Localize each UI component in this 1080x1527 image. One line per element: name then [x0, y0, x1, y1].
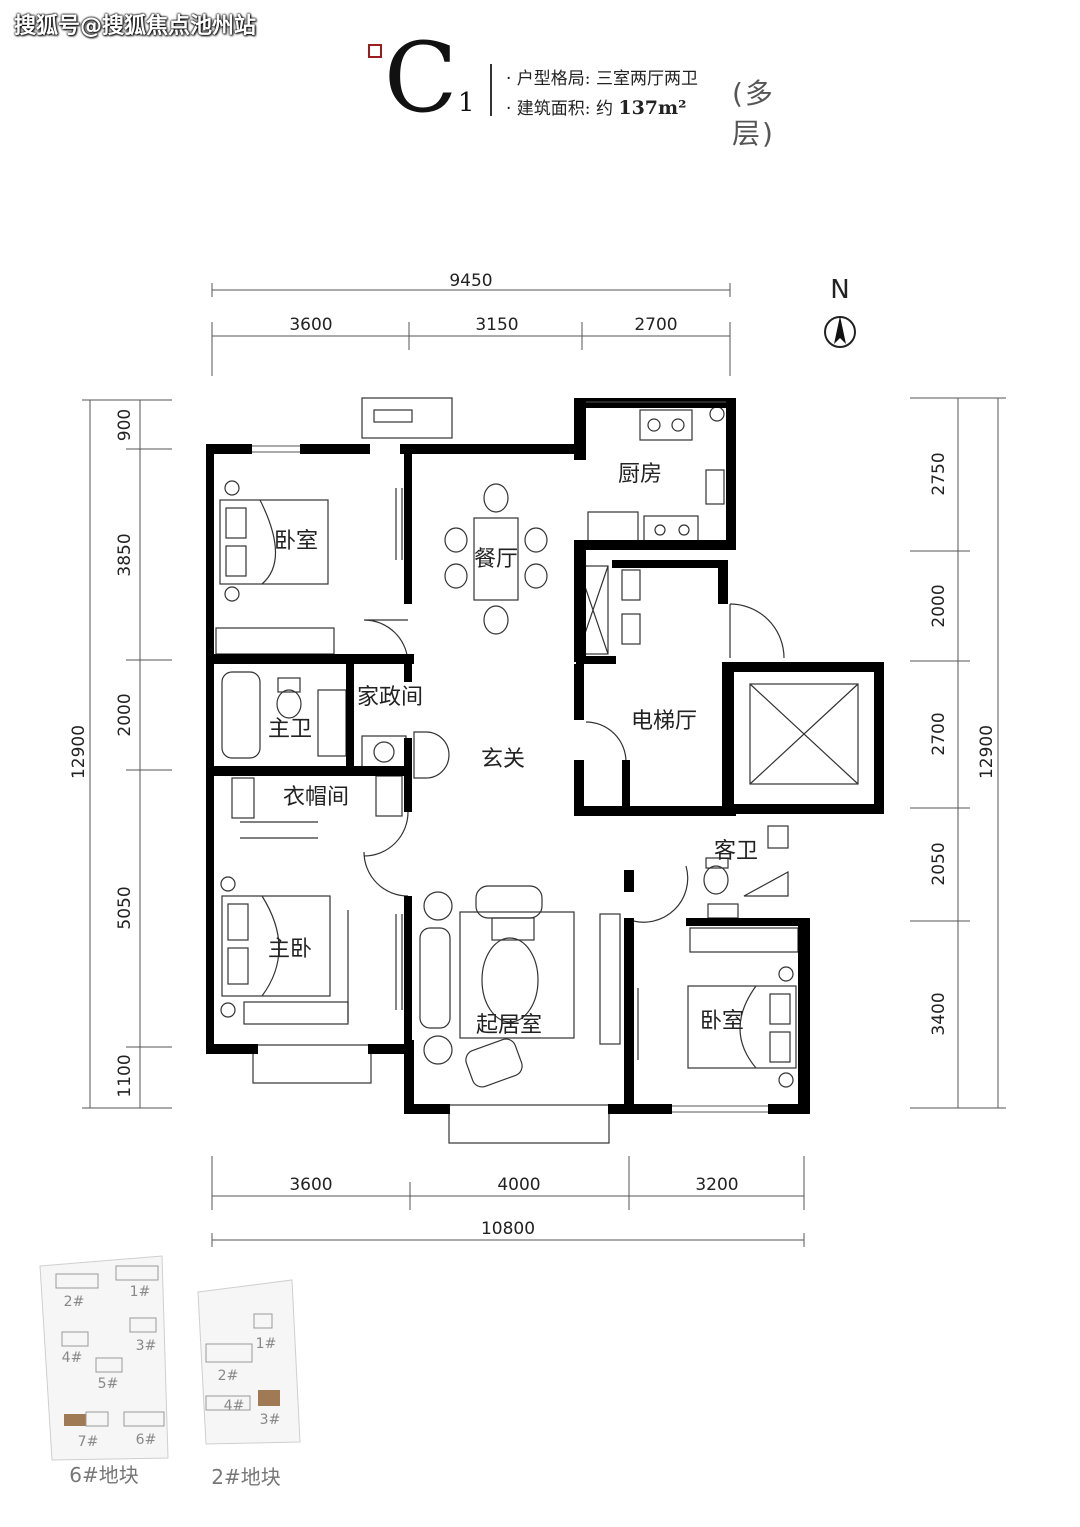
highlight-building: [64, 1414, 86, 1426]
brand-logo-icon: [368, 44, 382, 58]
dining-table: [473, 517, 519, 601]
balcony-living: [448, 1104, 610, 1144]
building-type-tag: (多层): [732, 77, 775, 150]
living-rug: [459, 911, 575, 1039]
bed-nw: [219, 499, 329, 585]
tv-cabinet: [599, 913, 621, 1045]
toilet-guest: [703, 865, 729, 895]
fixtures: [215, 397, 859, 1144]
bathtub: [221, 671, 261, 759]
top-dimensions: [211, 283, 731, 376]
coffee-table: [481, 937, 539, 1023]
walls: [206, 398, 884, 1114]
elevator-car: [749, 683, 859, 785]
balcony-master: [252, 1044, 372, 1084]
stove: [643, 515, 699, 543]
area-value: 137m²: [618, 97, 687, 119]
site-plan-6: [39, 1255, 169, 1461]
wardrobe-nw: [215, 627, 335, 655]
ac-unit: [373, 409, 413, 423]
unit-type-subscript: 1: [458, 88, 475, 118]
balcony-north: [361, 397, 453, 439]
north-arrow-icon: [834, 316, 846, 344]
right-dimensions: [910, 397, 1006, 1109]
bottom-dimensions: [211, 1156, 805, 1247]
sofa-side: [419, 927, 451, 1029]
bed-se: [687, 985, 797, 1069]
compass: [824, 316, 856, 348]
windows: [252, 401, 768, 1113]
area-spec: · 建筑面积: 约 137m²: [506, 94, 686, 119]
site-plan-2: [197, 1279, 301, 1445]
highlight-building: [258, 1390, 280, 1406]
left-dimensions: [82, 399, 172, 1109]
sofa-top: [475, 885, 543, 919]
layout-spec: · 户型格局: 三室两厅两卫: [506, 69, 698, 89]
toilet-master: [276, 689, 302, 719]
kitchen-sink: [639, 409, 693, 441]
bed-master: [221, 895, 331, 997]
area-label: · 建筑面积: 约: [506, 99, 619, 119]
header-divider: [490, 64, 492, 116]
unit-type-letter: C: [384, 22, 458, 134]
watermark: 搜狐号@搜狐焦点池州站: [14, 14, 257, 39]
